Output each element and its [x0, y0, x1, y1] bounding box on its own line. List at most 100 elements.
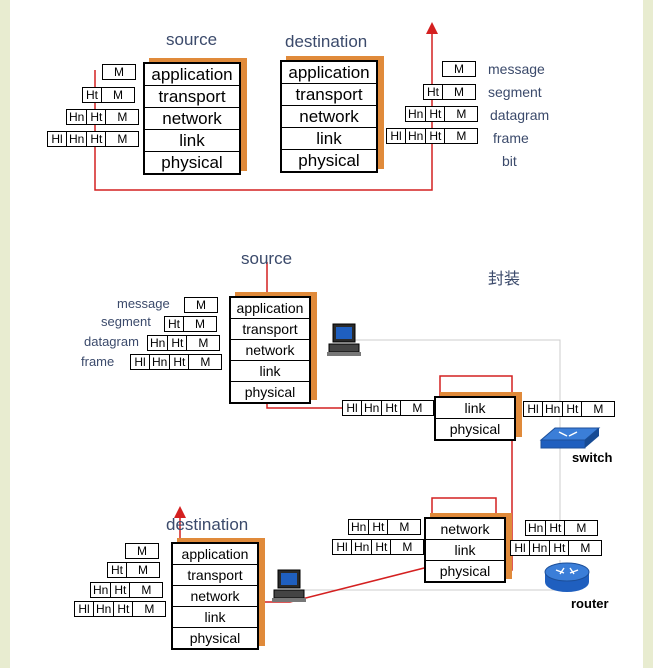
header-hn: Hn — [147, 335, 169, 351]
payload-m: M — [129, 582, 164, 598]
layer-transport: transport — [173, 565, 257, 586]
payload-m: M — [581, 401, 616, 417]
packet-message-right: M — [442, 61, 476, 77]
payload-m: M — [188, 354, 223, 370]
header-hn: Hn — [66, 109, 88, 125]
layer-physical: physical — [449, 421, 501, 437]
top-destination-stack: application transport network link physi… — [280, 60, 378, 173]
router-icon — [544, 562, 590, 592]
header-hn: Hn — [405, 128, 427, 144]
layer-link: link — [436, 398, 514, 419]
header-ht: Ht — [549, 540, 570, 556]
router-stack: network link physical — [424, 517, 506, 583]
packet-message: M — [184, 297, 218, 313]
switch-stack: link physical — [434, 396, 516, 441]
bottom-source-stack: application transport network link physi… — [229, 296, 311, 404]
computer-icon — [327, 323, 361, 356]
header-ht: Ht — [164, 316, 184, 332]
top-source-stack: application transport network link physi… — [143, 62, 241, 175]
packet-message-dest: M — [125, 543, 159, 559]
header-hn: Hn — [529, 540, 551, 556]
payload-m: M — [184, 297, 218, 313]
label-message: message — [117, 296, 170, 311]
bottom-destination-title: destination — [166, 515, 249, 534]
encapsulation-title: 封装 — [488, 271, 521, 288]
layer-link: link — [145, 130, 239, 152]
payload-m: M — [105, 131, 140, 147]
header-ht: Ht — [169, 354, 190, 370]
layer-network: network — [282, 106, 376, 128]
header-ht: Ht — [82, 87, 102, 103]
layer-application: application — [231, 298, 309, 319]
header-hl: Hl — [74, 601, 94, 617]
top-destination-title: destination — [285, 32, 368, 51]
layer-link: link — [231, 361, 309, 382]
header-hl: Hl — [47, 131, 67, 147]
payload-m: M — [126, 562, 160, 578]
layer-network: network — [173, 586, 257, 607]
label-segment: segment — [101, 314, 151, 329]
header-hn: Hn — [351, 539, 373, 555]
payload-m: M — [387, 519, 422, 535]
header-hl: Hl — [342, 400, 362, 416]
header-hn: Hn — [149, 354, 171, 370]
payload-m: M — [442, 84, 476, 100]
label-frame: frame — [493, 130, 529, 146]
label-datagram: datagram — [84, 334, 139, 349]
payload-m: M — [183, 316, 217, 332]
layer-application: application — [173, 544, 257, 565]
layer-transport: transport — [145, 86, 239, 108]
bottom-source-title: source — [241, 249, 293, 268]
header-hl: Hl — [510, 540, 530, 556]
header-ht: Ht — [425, 106, 446, 122]
switch-label: switch — [572, 450, 613, 465]
layer-application: application — [282, 62, 376, 84]
switch-icon — [539, 427, 601, 449]
header-ht: Ht — [86, 131, 107, 147]
header-hn: Hn — [405, 106, 427, 122]
header-hn: Hn — [361, 400, 383, 416]
packet-message: M — [102, 64, 136, 80]
header-ht: Ht — [562, 401, 583, 417]
layer-link: link — [426, 540, 504, 561]
header-ht: Ht — [113, 601, 134, 617]
label-segment: segment — [488, 84, 542, 100]
label-datagram: datagram — [490, 107, 550, 123]
label-bit: bit — [502, 153, 517, 169]
header-hn: Hn — [525, 520, 547, 536]
header-ht: Ht — [86, 109, 107, 125]
header-ht: Ht — [107, 562, 127, 578]
label-message: message — [488, 61, 545, 77]
payload-m: M — [400, 400, 435, 416]
header-hl: Hl — [523, 401, 543, 417]
computer-icon — [272, 569, 306, 602]
payload-m: M — [444, 128, 479, 144]
layer-physical: physical — [439, 563, 491, 579]
layer-link: link — [173, 607, 257, 628]
payload-m: M — [186, 335, 221, 351]
header-hn: Hn — [66, 131, 88, 147]
right-frame-bar — [643, 0, 653, 668]
payload-m: M — [390, 539, 425, 555]
layer-network: network — [231, 340, 309, 361]
header-hl: Hl — [130, 354, 150, 370]
router-label: router — [571, 596, 609, 611]
payload-m: M — [564, 520, 599, 536]
header-hn: Hn — [348, 519, 370, 535]
header-ht: Ht — [368, 519, 389, 535]
